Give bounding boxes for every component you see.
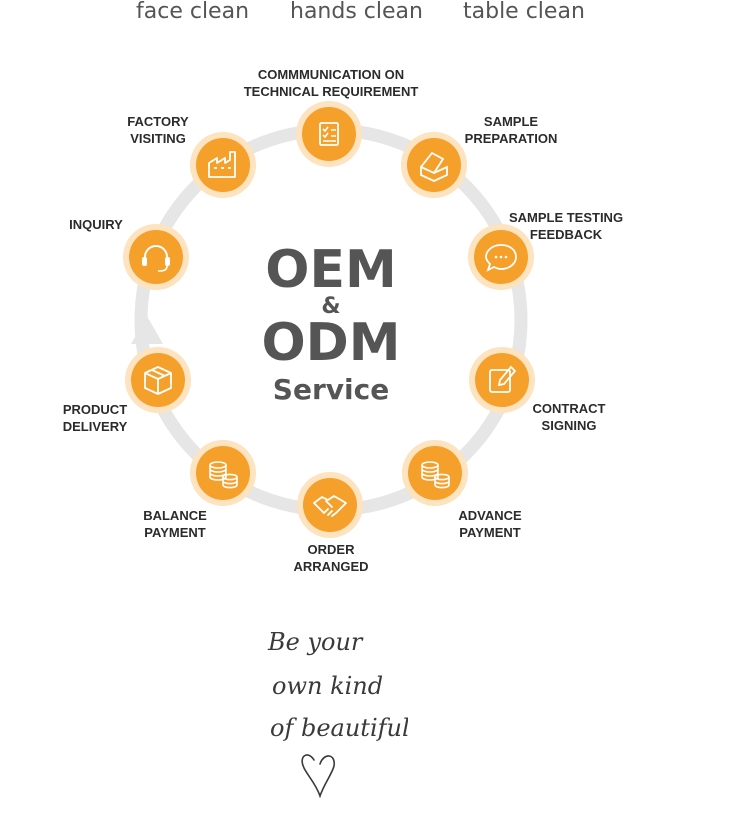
handwritten-slogan: Be your own kind of beautiful [267,628,408,799]
step-nodes [123,101,535,538]
step-node-contract-signing [469,347,535,413]
box-open-icon [420,151,448,182]
step-node-communication [296,101,362,167]
step-label-line: VISITING [130,131,186,146]
slogan-line-1: Be your [267,628,364,656]
step-node-sample-preparation [401,132,467,198]
step-label-order-arranged: ORDER ARRANGED [293,541,368,575]
step-label-line: FACTORY [127,114,189,129]
slogan-line-2: own kind [272,672,383,700]
center-ampersand: & [321,294,341,319]
step-label-line: BALANCE [143,508,207,523]
step-node-disc [475,353,529,407]
step-node-disc [302,107,356,161]
step-label-line: TECHNICAL REQUIREMENT [243,84,419,99]
step-node-product-delivery [125,347,191,413]
step-label-line: ARRANGED [293,559,369,574]
step-node-advance-payment [402,440,468,506]
step-node-order-arranged [297,472,363,538]
center-title-odm: ODM [261,313,401,373]
step-label-line: SIGNING [541,418,597,433]
top-label-table-clean: table clean [463,0,585,24]
step-node-disc [408,446,462,500]
chat-bubble-icon [485,244,517,272]
step-label-line: COMMMUNICATION ON [257,67,405,82]
step-node-sample-testing [468,224,534,290]
factory-icon [208,151,236,178]
step-node-disc [196,138,250,192]
center-subtitle-service: Service [272,373,390,406]
checklist-icon [319,122,339,146]
step-label-line: PAYMENT [459,525,521,540]
package-icon [144,366,172,395]
step-node-disc [129,230,183,284]
step-label-line: CONTRACT [532,401,606,416]
headset-icon [142,245,170,272]
top-label-hands-clean: hands clean [290,0,423,24]
step-node-inquiry [123,224,189,290]
center-title-oem: OEM [265,240,397,300]
step-label-line: ADVANCE [458,508,522,523]
pen-edit-icon [489,365,517,393]
step-label-factory-visiting: FACTORY VISITING [127,113,188,147]
step-label-line: PRODUCT [62,402,128,417]
step-node-disc [407,138,461,192]
handshake-icon [313,495,347,517]
step-node-factory-visiting [190,132,256,198]
step-label-balance-payment: BALANCE PAYMENT [143,507,207,541]
step-label-sample-preparation: SAMPLE PREPARATION [465,113,558,147]
step-label-contract-signing: CONTRACT SIGNING [533,400,606,434]
heart-doodle-icon [301,754,335,799]
step-label-product-delivery: PRODUCT DELIVERY [63,401,128,435]
coins-icon [421,461,450,489]
coins-icon [209,461,238,489]
step-label-line: ORDER [307,542,355,557]
step-label-sample-testing: SAMPLE TESTING FEEDBACK [509,209,623,243]
step-label-inquiry: INQUIRY [69,216,123,233]
step-label-line: PREPARATION [464,131,558,146]
step-label-communication: COMMMUNICATION ON TECHNICAL REQUIREMENT [244,66,419,100]
step-label-line: SAMPLE [483,114,539,129]
step-label-advance-payment: ADVANCE PAYMENT [458,507,521,541]
cycle-arrow-head [131,316,163,344]
step-label-line: FEEDBACK [529,227,603,242]
step-node-disc [196,446,250,500]
step-label-line: PAYMENT [144,525,206,540]
step-node-balance-payment [190,440,256,506]
step-label-line: INQUIRY [69,217,123,232]
top-label-face-clean: face clean [136,0,250,24]
slogan-line-3: of beautiful [270,714,408,742]
step-label-line: DELIVERY [62,419,128,434]
step-label-line: SAMPLE TESTING [508,210,624,225]
